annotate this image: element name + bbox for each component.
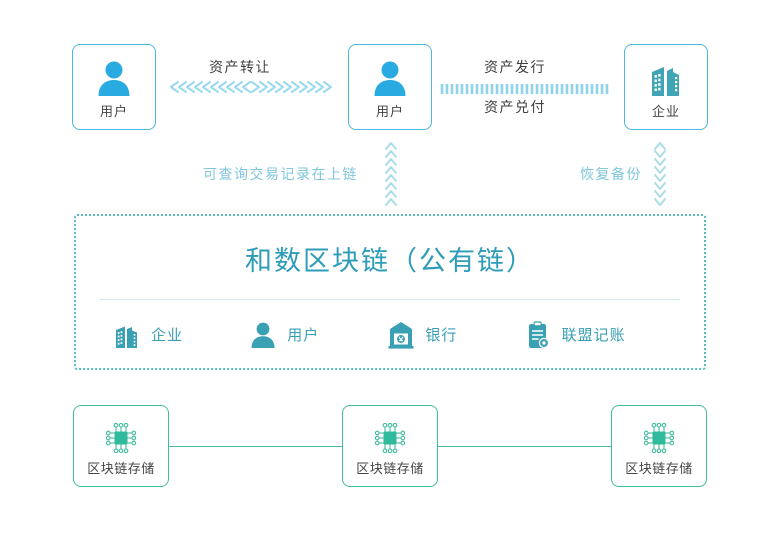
storage-node-middle: 区块链存储 — [342, 405, 438, 487]
building-icon — [646, 56, 686, 98]
blockchain-panel: 和数区块链（公有链） — [74, 214, 706, 370]
entity-box-enterprise: 企业 — [624, 44, 708, 130]
role-item-bank: 银行 — [386, 318, 522, 352]
blockchain-panel-title: 和数区块链（公有链） — [245, 246, 535, 276]
person-icon — [248, 318, 278, 352]
entity-label: 企业 — [651, 104, 680, 119]
storage-node-left: 区块链存储 — [73, 405, 169, 487]
entity-label: 用户 — [99, 104, 128, 119]
role-label: 用户 — [287, 326, 320, 344]
connector-label-query: 可查询交易记录在上链 — [203, 166, 358, 182]
role-item-enterprise: 企业 — [112, 318, 248, 352]
storage-node-right: 区块链存储 — [611, 405, 707, 487]
bank-icon — [386, 318, 416, 352]
connector-label-redeem: 资产兑付 — [484, 99, 546, 115]
storage-link-left-middle — [168, 446, 343, 447]
chip-icon — [102, 418, 140, 458]
person-icon — [94, 56, 134, 98]
connector-label-issue: 资产发行 — [484, 59, 546, 75]
connector-label-backup: 恢复备份 — [580, 166, 642, 182]
entity-box-user-left: 用户 — [72, 44, 156, 130]
storage-node-label: 区块链存储 — [625, 460, 693, 476]
role-label: 企业 — [151, 326, 184, 344]
blockchain-role-list: 企业 用户 — [76, 318, 704, 352]
panel-divider — [100, 299, 680, 300]
entity-label: 用户 — [375, 104, 404, 119]
connector-issue-redeem-line — [440, 82, 612, 96]
building-icon — [112, 318, 142, 352]
role-item-user: 用户 — [248, 318, 386, 352]
connector-transfer-arrow — [166, 80, 336, 94]
person-icon — [370, 56, 410, 98]
role-item-alliance-ledger: 联盟记账 — [523, 318, 668, 352]
storage-node-label: 区块链存储 — [87, 460, 155, 476]
connector-label-transfer: 资产转让 — [209, 59, 271, 75]
role-label: 银行 — [425, 326, 458, 344]
role-label: 联盟记账 — [561, 326, 626, 344]
entity-box-user-middle: 用户 — [348, 44, 432, 130]
connector-query-arrow — [384, 141, 398, 207]
storage-link-middle-right — [437, 446, 612, 447]
connector-backup-arrow — [653, 141, 667, 207]
chip-icon — [371, 418, 409, 458]
storage-node-label: 区块链存储 — [356, 460, 424, 476]
clipboard-icon — [523, 318, 553, 352]
chip-icon — [640, 418, 678, 458]
